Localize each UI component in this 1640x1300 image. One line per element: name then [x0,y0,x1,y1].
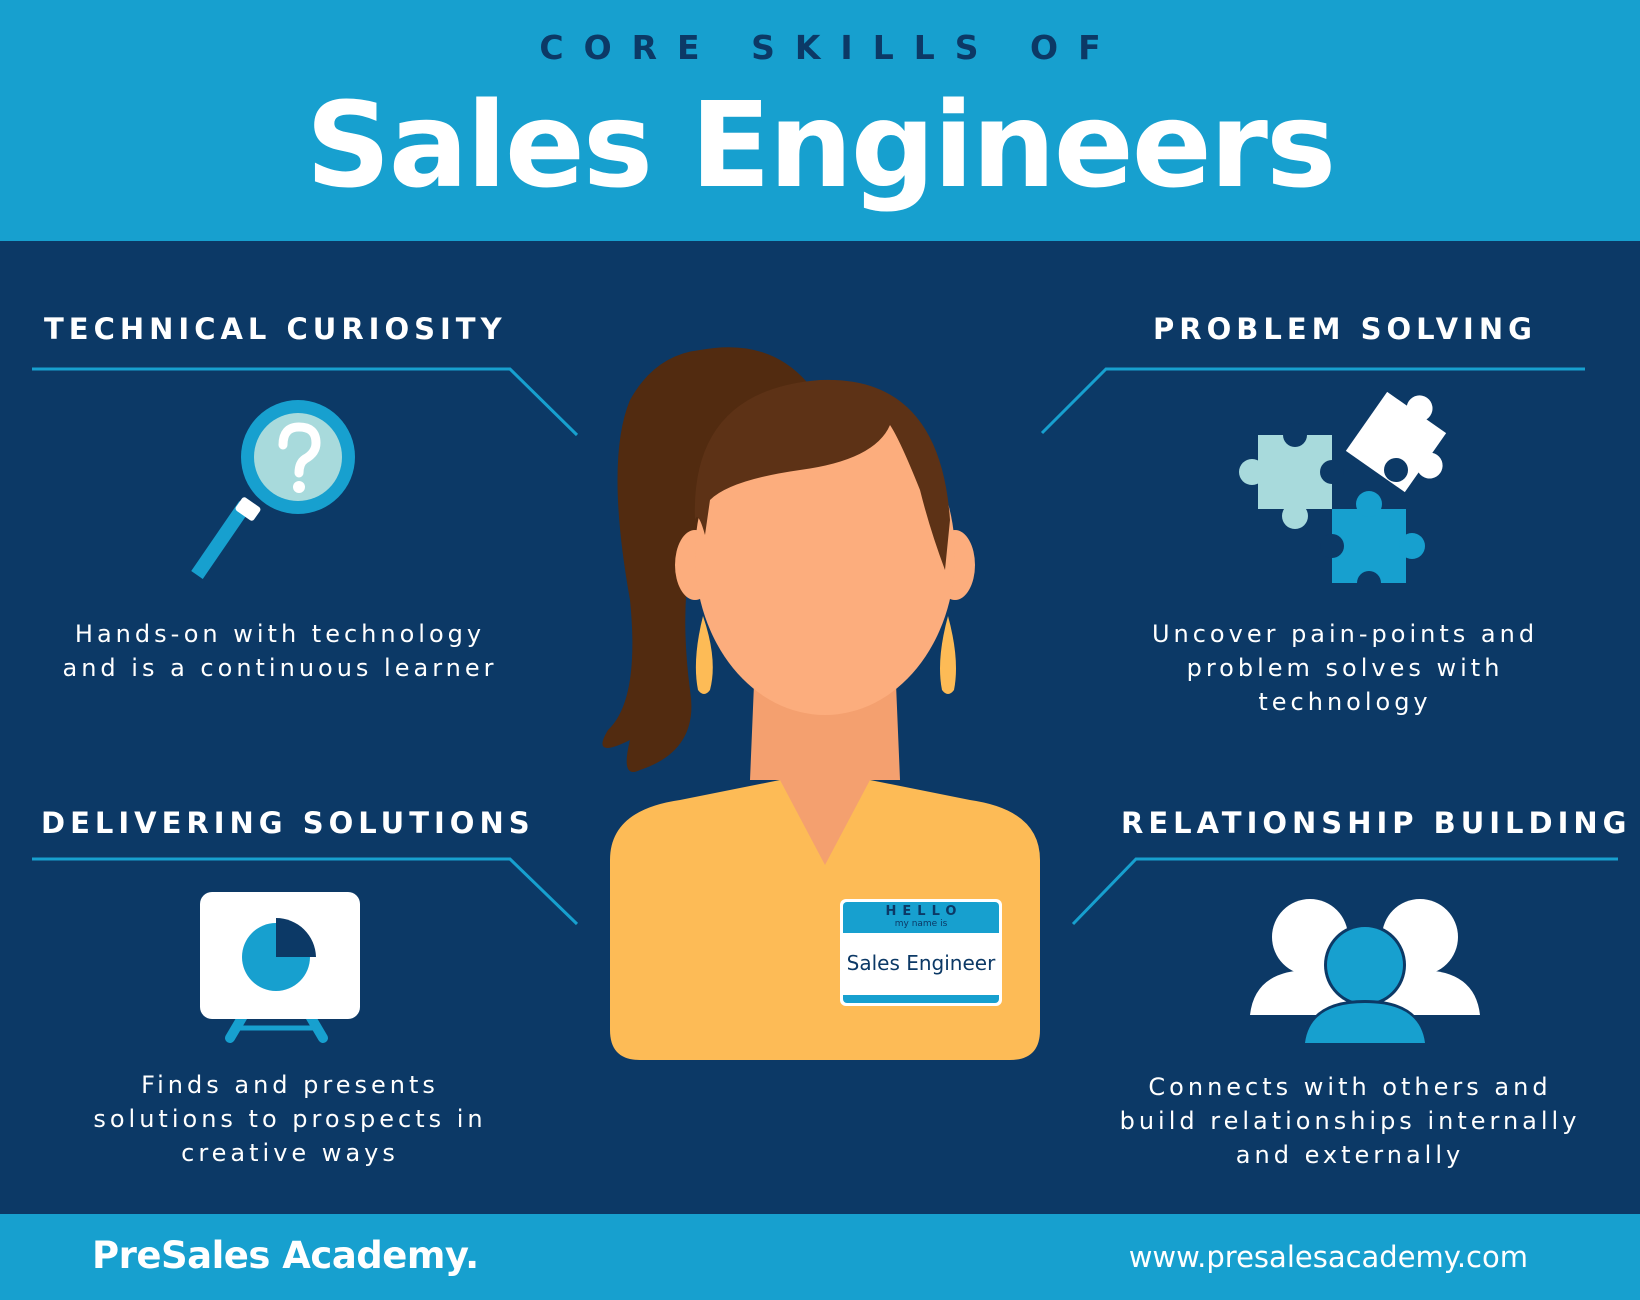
name-tag-subtitle: my name is [894,919,948,929]
skill-description-delivering-solutions: Finds and presents solutions to prospect… [93,1071,487,1167]
brand-logo: PreSales Academy. [92,1234,479,1277]
name-tag: HELLO my name is Sales Engineer [840,899,1002,1006]
skill-description-relationship-building: Connects with others and build relations… [1119,1073,1581,1169]
website-link[interactable]: www.presalesacademy.com [1128,1240,1528,1274]
skill-heading-problem-solving: PROBLEM SOLVING [1153,312,1537,346]
page-title: Sales Engineers [305,76,1336,214]
presentation-board-pie-chart-icon [200,892,360,1043]
skill-heading-technical-curiosity: TECHNICAL CURIOSITY [44,312,507,346]
skill-heading-delivering-solutions: DELIVERING SOLUTIONS [41,806,535,840]
skill-description-problem-solving: Uncover pain-points and problem solves w… [1151,620,1539,716]
puzzle-pieces-icon [1239,392,1447,592]
header-banner: CORE SKILLS OF Sales Engineers [0,0,1640,241]
footer-banner: PreSales Academy. www.presalesacademy.co… [0,1214,1640,1300]
skill-heading-relationship-building: RELATIONSHIP BUILDING [1121,806,1632,840]
name-tag-name: Sales Engineer [846,951,996,975]
magnifying-glass-question-icon [191,400,355,579]
name-tag-hello: HELLO [885,904,963,919]
header-kicker: CORE SKILLS OF [539,28,1121,67]
people-group-icon [1250,899,1480,1045]
skill-description-technical-curiosity: Hands-on with technology and is a contin… [62,620,498,682]
